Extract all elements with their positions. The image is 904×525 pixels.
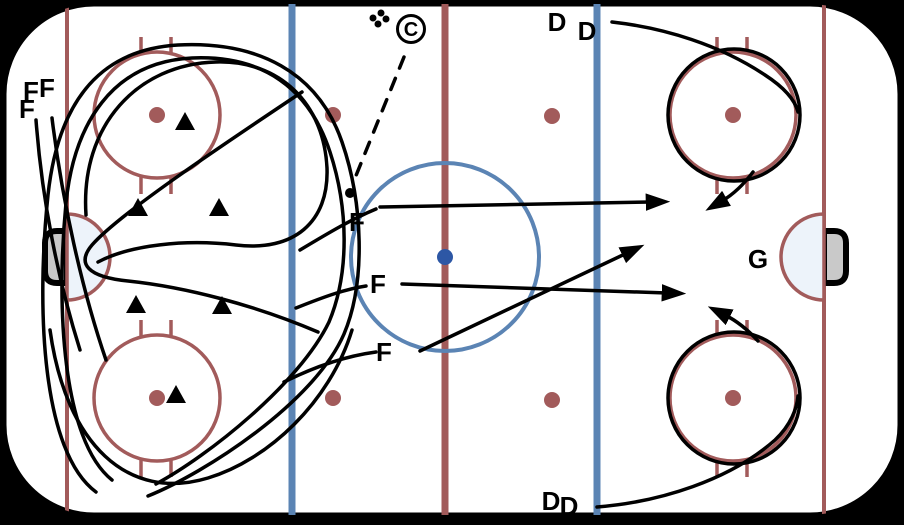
puck-dots — [369, 9, 390, 28]
arrow-f3 — [418, 244, 645, 353]
faceoff-dot-top-right — [725, 107, 741, 123]
label-forward-boards-1: F — [23, 76, 39, 106]
label-forward-center-1: F — [349, 207, 365, 237]
arrow-f1 — [378, 193, 671, 211]
label-defense-bottom-1: D — [542, 486, 561, 516]
goal-area-right — [779, 212, 849, 302]
position-labels: F F F F F F D D D D G — [19, 7, 768, 521]
skating-path-f-start-1 — [34, 118, 82, 352]
d-path-bottom-entry — [595, 394, 800, 509]
coach-symbol-circle — [396, 14, 426, 44]
defense-paths — [595, 20, 802, 509]
triangle-marker — [126, 295, 146, 313]
label-goalie: G — [748, 244, 768, 274]
neutral-dot-top-right — [544, 108, 560, 124]
triangle-marker — [166, 385, 186, 403]
label-defense-top-2: D — [578, 16, 597, 46]
skating-loop-inner — [83, 60, 329, 264]
skating-path-bottom-sweep — [48, 328, 354, 486]
label-defense-top-1: D — [548, 7, 567, 37]
crease-right — [779, 212, 826, 302]
d-arrow-top — [705, 170, 755, 211]
coach-annotation: C — [345, 9, 426, 198]
center-faceoff-dot — [437, 249, 453, 265]
skating-tail-f1 — [298, 207, 378, 252]
label-forward-center-2: F — [370, 269, 386, 299]
label-forward-boards-3: F — [19, 94, 35, 124]
skating-tail-f3 — [282, 350, 378, 384]
d-loop-top — [666, 47, 802, 183]
skating-tail-f2 — [294, 284, 368, 310]
dashed-line-end-dot — [345, 188, 355, 198]
triangle-marker — [209, 198, 229, 216]
neutral-dot-bottom-right — [544, 392, 560, 408]
faceoff-dot-top-left — [149, 107, 165, 123]
arrow-f2 — [400, 282, 687, 302]
faceoff-dot-bottom-left — [149, 390, 165, 406]
label-forward-center-3: F — [376, 337, 392, 367]
skating-path-crease-cut — [83, 90, 320, 334]
coach-dashed-line — [351, 55, 406, 185]
neutral-dot-bottom-left — [325, 390, 341, 406]
forward-arrows — [378, 193, 687, 353]
skating-path-f-start-2 — [50, 116, 108, 362]
goal-right — [821, 228, 849, 286]
triangle-marker — [175, 112, 195, 130]
coach-label: C — [404, 19, 418, 41]
d-loop-bottom — [666, 330, 802, 466]
label-forward-boards-2: F — [39, 73, 55, 103]
triangle-markers — [126, 112, 232, 403]
label-defense-bottom-2: D — [560, 491, 579, 521]
d-arrow-bottom — [707, 306, 760, 343]
faceoff-dot-bottom-right — [725, 390, 741, 406]
center-circle — [349, 161, 541, 353]
triangle-marker — [212, 296, 232, 314]
skating-paths-left-zone — [34, 42, 378, 498]
faceoff-dots — [149, 107, 741, 408]
d-path-top-entry — [610, 20, 800, 114]
